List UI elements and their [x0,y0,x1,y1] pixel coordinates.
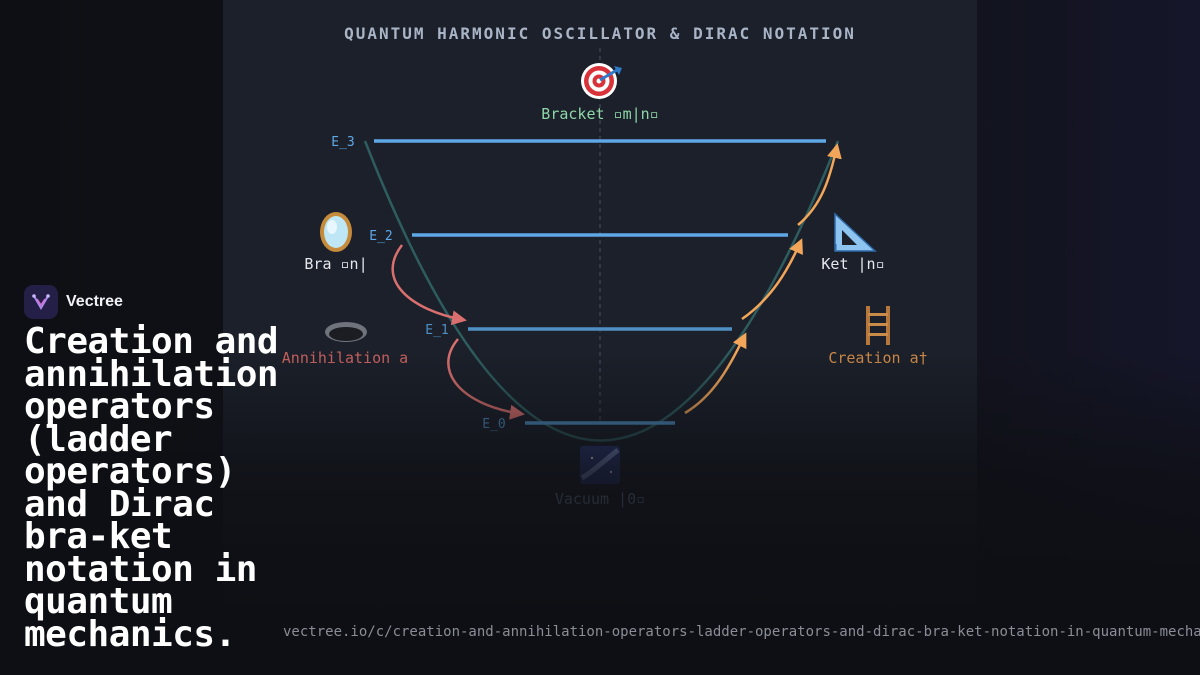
target-icon [581,63,622,99]
creation-label: Creation a† [828,349,927,367]
level-label-e1: E_1 [425,323,448,338]
page-url[interactable]: vectree.io/c/creation-and-annihilation-o… [283,624,1200,640]
milky-way-icon [580,446,620,484]
page-headline: Creation and annihilation operators (lad… [24,321,279,655]
potential-curve [363,140,840,442]
triangle-ruler-icon [834,212,877,252]
ket-label: Ket |n▫ [821,255,884,273]
brand-name: Vectree [66,293,123,310]
ladder-icon [866,306,890,345]
level-label-e2: E_2 [369,229,392,244]
vacuum-label: Vacuum |0▫ [555,490,645,508]
creation-arrow-1-2 [741,238,803,321]
mirror-icon [320,212,352,252]
level-label-e0: E_0 [482,417,505,432]
bracket-label: Bracket ▫m|n▫ [541,105,658,123]
bra-label: Bra ▫n| [304,255,367,273]
level-label-e3: E_3 [331,135,354,150]
diagram-title: QUANTUM HARMONIC OSCILLATOR & DIRAC NOTA… [344,24,856,43]
brand: Vectree [24,285,123,319]
annihilation-arrow-1-0 [447,338,525,420]
hole-icon [325,322,367,342]
vectree-logo-icon [24,285,58,319]
creation-arrow-0-1 [684,332,747,415]
